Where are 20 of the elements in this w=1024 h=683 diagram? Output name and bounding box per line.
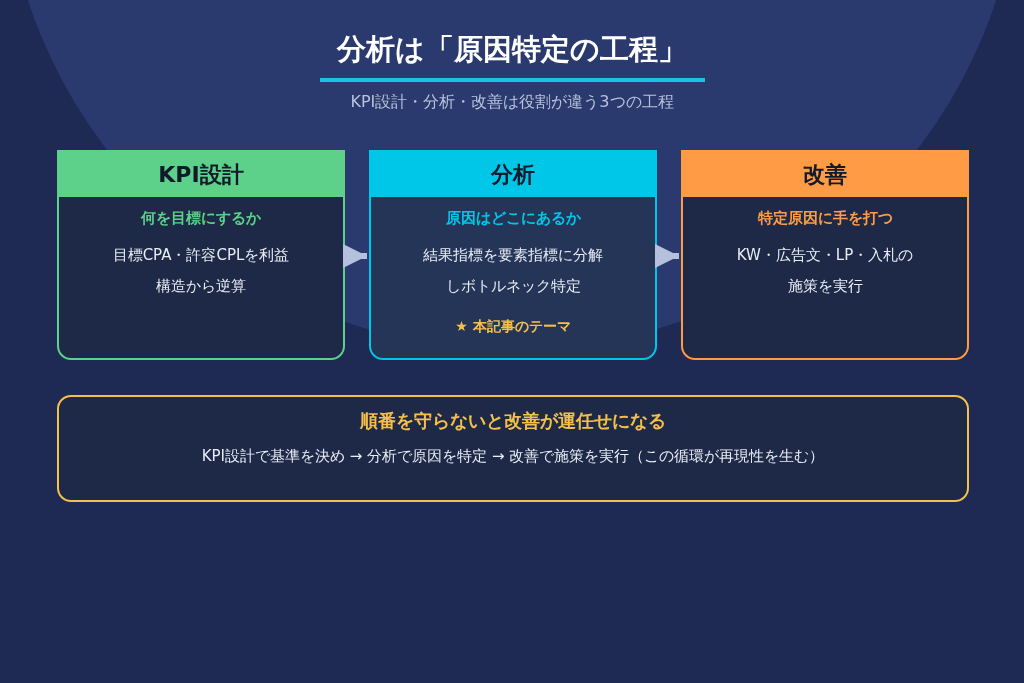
card-header: 改善 (683, 152, 967, 197)
note-text: KPI設計で基準を決め → 分析で原因を特定 → 改善で施策を実行（この循環が再現性を生む） (200, 446, 826, 467)
card-header: KPI設計 (59, 152, 343, 197)
card-subtitle: 何を目標にするか (139, 209, 262, 228)
arrow (343, 244, 367, 268)
arrow (655, 244, 679, 268)
card-header: 分析 (371, 152, 655, 197)
note-heading: 順番を守らないと改善が運任せになる (359, 409, 667, 433)
title: 分析は「原因特定の工程」 (335, 31, 688, 68)
note-box (57, 395, 969, 502)
process-card (57, 150, 345, 360)
process-card (681, 150, 969, 360)
card-description: KW・広告文・LP・入札の施策を実行 (735, 245, 915, 297)
card-description: 目標CPA・許容CPLを利益構造から逆算 (111, 245, 291, 297)
theme-note: ★ 本記事のテーマ (454, 318, 572, 336)
card-subtitle: 原因はどこにあるか (444, 209, 582, 228)
card-subtitle: 特定原因に手を打つ (756, 209, 894, 228)
card-description: 結果指標を要素指標に分解しボトルネック特定 (422, 245, 604, 297)
process-card (369, 150, 657, 360)
subtitle: KPI設計・分析・改善は役割が違う3つの工程 (349, 92, 675, 113)
